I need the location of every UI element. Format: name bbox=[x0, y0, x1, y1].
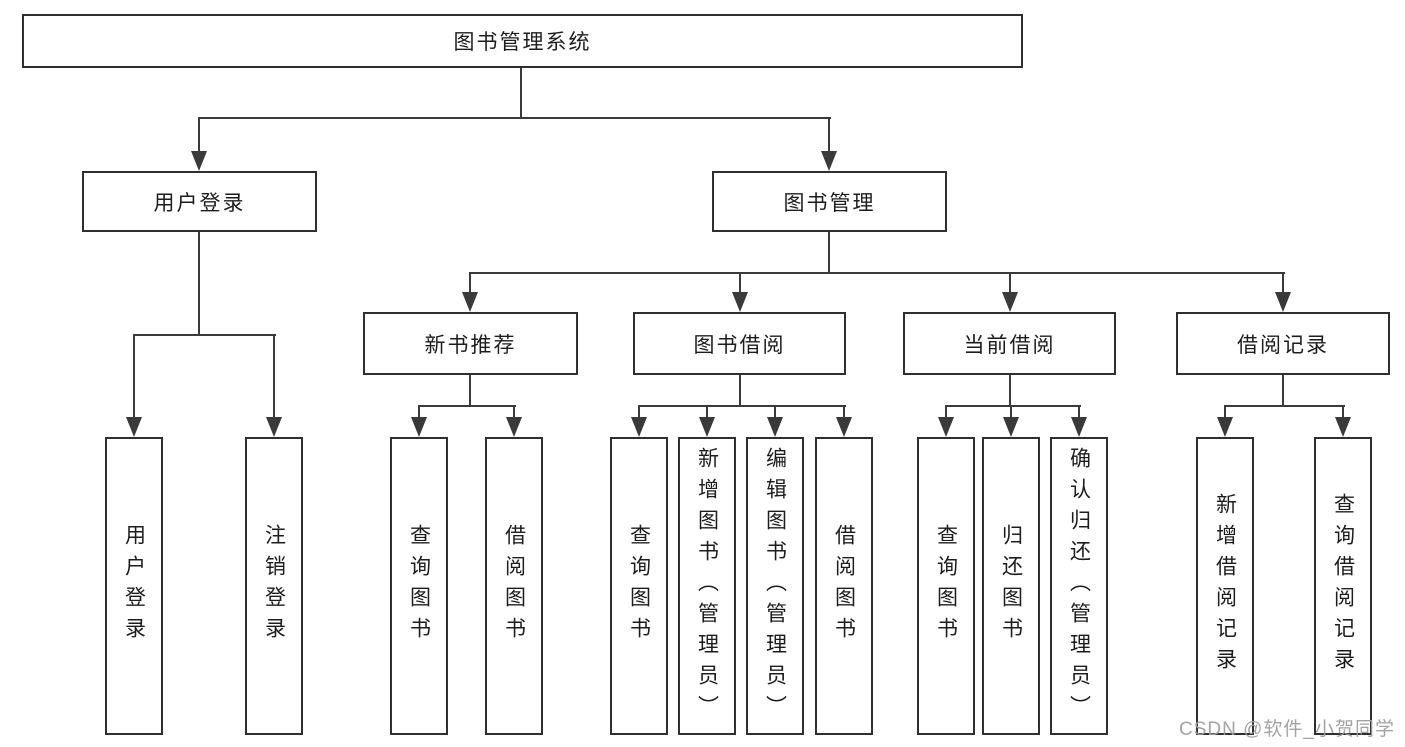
connector-userlogin-bar bbox=[133, 334, 276, 336]
arrow-down-icon bbox=[1217, 417, 1233, 437]
arrow-down-icon bbox=[126, 417, 142, 437]
leaf-label: 查询图书 bbox=[934, 524, 958, 648]
leaf-label: 用户登录 bbox=[122, 524, 146, 648]
watermark: CSDN @软件_小贺同学 bbox=[1179, 719, 1395, 740]
node-borrow-records-label: 借阅记录 bbox=[1237, 333, 1329, 357]
arrow-down-icon bbox=[699, 417, 715, 437]
leaf-label: 归还图书 bbox=[999, 524, 1023, 648]
connector-stub-leaf bbox=[638, 405, 640, 419]
leaf-borrow-books: 借阅图书 bbox=[815, 437, 873, 735]
connector-leafbar bbox=[945, 405, 1081, 407]
leaf-label: 确认归还（管理员） bbox=[1067, 446, 1091, 726]
node-root: 图书管理系统 bbox=[22, 14, 1023, 68]
connector-stub-book-mgmt bbox=[828, 117, 830, 153]
leaf-borrow-books-recommend: 借阅图书 bbox=[485, 437, 543, 735]
node-new-book-recommend-label: 新书推荐 bbox=[424, 333, 517, 357]
arrow-down-icon bbox=[631, 417, 647, 437]
leaf-query-borrow-record: 查询借阅记录 bbox=[1314, 437, 1372, 735]
leaf-add-borrow-record: 新增借阅记录 bbox=[1196, 437, 1254, 735]
arrow-down-icon bbox=[1071, 417, 1087, 437]
leaf-label: 查询借阅记录 bbox=[1331, 493, 1355, 679]
arrow-down-icon bbox=[938, 417, 954, 437]
arrow-down-icon bbox=[462, 292, 478, 312]
connector-level2-bar bbox=[198, 117, 831, 119]
arrow-down-icon bbox=[506, 417, 522, 437]
connector-stub-leaf bbox=[418, 405, 420, 419]
leaf-label: 查询图书 bbox=[627, 524, 651, 648]
connector-stub-leaf bbox=[843, 405, 845, 419]
arrow-down-icon bbox=[1003, 417, 1019, 437]
arrow-down-icon bbox=[1002, 292, 1018, 312]
leaf-query-books-recommend: 查询图书 bbox=[390, 437, 448, 735]
connector-leafbar bbox=[418, 405, 516, 407]
node-root-label: 图书管理系统 bbox=[453, 31, 592, 54]
node-book-management: 图书管理 bbox=[712, 171, 947, 232]
arrow-down-icon bbox=[767, 417, 783, 437]
arrow-down-icon bbox=[836, 417, 852, 437]
connector-stub-section bbox=[1282, 272, 1284, 294]
connector-stub-leaf bbox=[133, 334, 135, 418]
connector-stub-section bbox=[469, 272, 471, 294]
leaf-query-books-borrowing: 查询图书 bbox=[610, 437, 668, 735]
connector-stub-leaf bbox=[774, 405, 776, 419]
connector-stub-leaf bbox=[945, 405, 947, 419]
connector-root-stem bbox=[520, 68, 522, 118]
arrow-down-icon bbox=[266, 417, 282, 437]
leaf-edit-book-admin: 编辑图书（管理员） bbox=[746, 437, 804, 735]
leaf-add-book-admin: 新增图书（管理员） bbox=[678, 437, 736, 735]
leaf-label: 借阅图书 bbox=[832, 524, 856, 648]
connector-level3-bar bbox=[469, 272, 1285, 274]
connector-stub-leaf bbox=[1342, 405, 1344, 419]
leaf-query-books-current: 查询图书 bbox=[917, 437, 975, 735]
connector-leafbar bbox=[638, 405, 846, 407]
leaf-logout: 注销登录 bbox=[245, 437, 303, 735]
connector-leafbar bbox=[1224, 405, 1345, 407]
leaf-label: 新增借阅记录 bbox=[1213, 493, 1237, 679]
arrow-down-icon bbox=[191, 151, 207, 171]
arrow-down-icon bbox=[411, 417, 427, 437]
node-book-management-label: 图书管理 bbox=[783, 191, 876, 215]
connector-stub-leaf bbox=[1078, 405, 1080, 419]
leaf-label: 借阅图书 bbox=[502, 524, 526, 648]
node-book-borrowing-label: 图书借阅 bbox=[693, 333, 786, 357]
node-current-borrowing-label: 当前借阅 bbox=[963, 333, 1056, 357]
leaf-label: 编辑图书（管理员） bbox=[763, 446, 787, 726]
leaf-label: 注销登录 bbox=[262, 524, 286, 648]
node-current-borrowing: 当前借阅 bbox=[903, 312, 1116, 375]
connector-bookmgmt-stem bbox=[828, 232, 830, 274]
connector-section-stem bbox=[469, 375, 471, 406]
leaf-label: 查询图书 bbox=[407, 524, 431, 648]
leaf-return-books: 归还图书 bbox=[982, 437, 1040, 735]
connector-stub-section bbox=[739, 272, 741, 294]
connector-section-stem bbox=[1009, 375, 1011, 406]
connector-stub-leaf bbox=[1010, 405, 1012, 419]
leaf-confirm-return-admin: 确认归还（管理员） bbox=[1050, 437, 1108, 735]
node-user-login: 用户登录 bbox=[82, 171, 317, 232]
connector-stub-leaf bbox=[273, 334, 275, 418]
leaf-label: 新增图书（管理员） bbox=[695, 446, 719, 726]
connector-section-stem bbox=[1282, 375, 1284, 406]
connector-stub-user-login bbox=[198, 117, 200, 153]
arrow-down-icon bbox=[732, 292, 748, 312]
node-new-book-recommend: 新书推荐 bbox=[363, 312, 578, 375]
connector-stub-leaf bbox=[513, 405, 515, 419]
connector-stub-leaf bbox=[706, 405, 708, 419]
leaf-user-login: 用户登录 bbox=[105, 437, 163, 735]
arrow-down-icon bbox=[1335, 417, 1351, 437]
arrow-down-icon bbox=[1275, 292, 1291, 312]
node-user-login-label: 用户登录 bbox=[153, 191, 246, 215]
connector-section-stem bbox=[739, 375, 741, 406]
connector-userlogin-stem bbox=[198, 232, 200, 335]
connector-stub-section bbox=[1009, 272, 1011, 294]
node-borrow-records: 借阅记录 bbox=[1176, 312, 1390, 375]
connector-stub-leaf bbox=[1224, 405, 1226, 419]
arrow-down-icon bbox=[821, 151, 837, 171]
node-book-borrowing: 图书借阅 bbox=[633, 312, 846, 375]
